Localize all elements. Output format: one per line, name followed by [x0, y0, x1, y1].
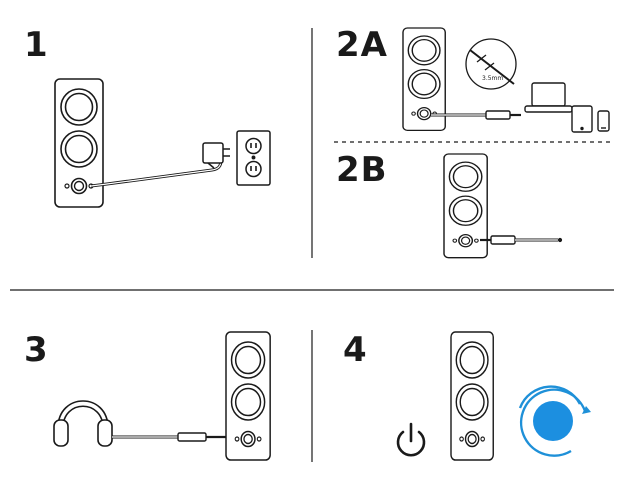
step-3-number: 3 — [24, 330, 49, 370]
jack-dimension-label: 3.5mm — [482, 75, 503, 82]
power-icon — [396, 422, 426, 457]
step-2a-number: 2A — [336, 25, 388, 65]
smartphone-icon — [597, 110, 610, 132]
headphone-cable — [112, 432, 238, 442]
volume-knob-icon — [518, 385, 591, 457]
tablet-icon — [571, 105, 593, 133]
power-adapter-icon — [202, 142, 230, 169]
aux-cable-2a — [431, 110, 521, 120]
headphones-icon — [53, 400, 113, 447]
step-4-number: 4 — [343, 330, 368, 370]
step-2b-number: 2B — [336, 150, 388, 190]
laptop-icon — [524, 82, 573, 113]
step-1-number: 1 — [24, 25, 49, 65]
step-2b-speaker — [443, 153, 488, 259]
step-1-speaker — [54, 78, 104, 208]
jack-detail-callout — [465, 38, 517, 90]
wall-outlet-icon — [236, 130, 271, 186]
step-4-speaker — [450, 331, 495, 461]
aux-cable-2b — [480, 235, 563, 245]
power-cable — [90, 157, 223, 188]
step-3-speaker — [225, 331, 271, 461]
